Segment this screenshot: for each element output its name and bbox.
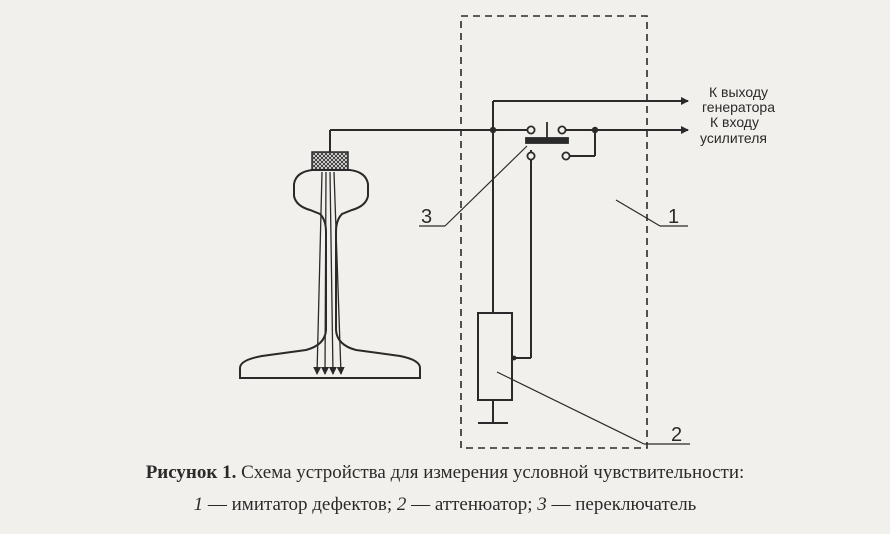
legend-text-1: — имитатор дефектов; — [203, 494, 397, 515]
leader-lines — [419, 145, 690, 445]
generator-label-line2: генератора — [702, 99, 775, 115]
transducer — [311, 151, 349, 171]
label-number-1: 1 — [668, 206, 679, 228]
attenuator — [477, 312, 513, 401]
legend-text-3: — переключатель — [546, 494, 697, 515]
switch — [525, 122, 571, 161]
rail-profile — [239, 169, 421, 379]
beam-arrows — [313, 171, 345, 375]
figure-caption-legend: 1 — имитатор дефектов; 2 — аттенюатор; 3… — [0, 494, 890, 516]
legend-text-2: — аттенюатор; — [406, 494, 538, 515]
label-number-3: 3 — [421, 206, 432, 228]
legend-number-3: 3 — [537, 494, 547, 515]
legend-number-2: 2 — [396, 494, 407, 515]
legend-number-1: 1 — [193, 494, 204, 515]
attenuator-tap — [511, 355, 517, 361]
junction-node — [489, 126, 497, 134]
label-number-2: 2 — [671, 424, 682, 446]
defect-simulator-enclosure — [460, 15, 648, 449]
figure-caption-title: Рисунок 1. Схема устройства для измерени… — [0, 462, 890, 484]
figure-label: Рисунок 1. — [145, 462, 237, 483]
figure-title: Схема устройства для измерения условной … — [241, 462, 745, 483]
amplifier-label-line2: усилителя — [700, 130, 767, 146]
schematic-diagram: К выходу генератора К входу усилителя 3 … — [239, 15, 775, 449]
amplifier-label-line1: К входу — [710, 114, 759, 130]
generator-label-line1: К выходу — [709, 84, 768, 100]
wiring — [329, 97, 689, 424]
junction-node — [591, 126, 599, 134]
